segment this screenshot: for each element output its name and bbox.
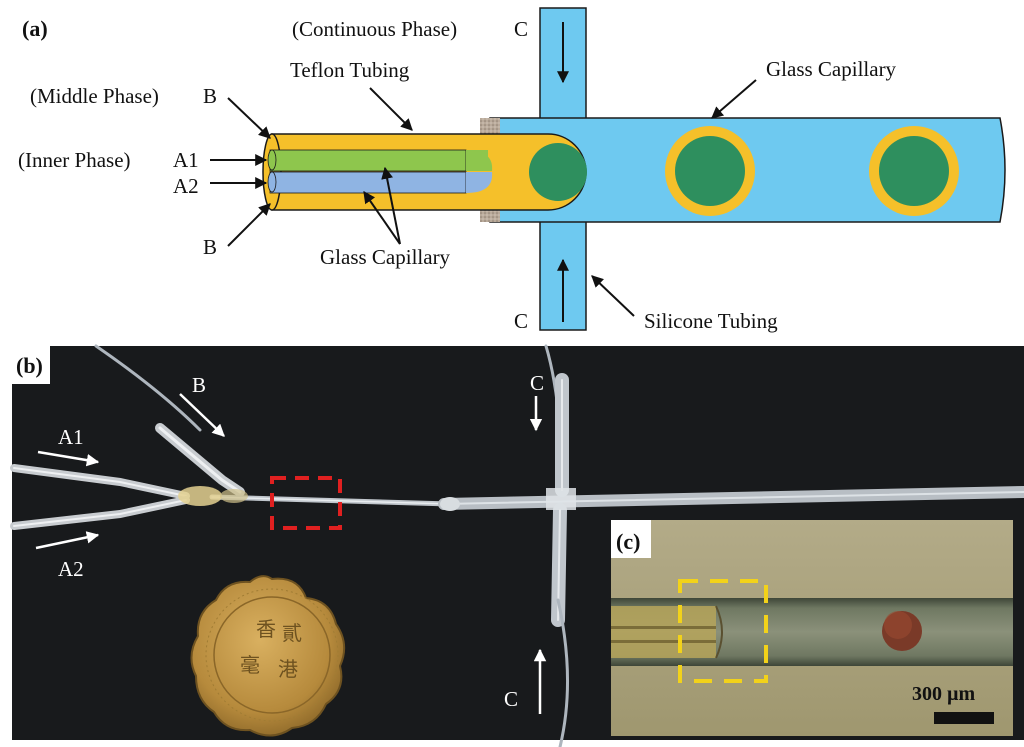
- label-continuous-phase: (Continuous Phase): [292, 17, 457, 41]
- label-middle-phase: (Middle Phase): [30, 84, 159, 108]
- label-silicone-tubing: Silicone Tubing: [644, 309, 778, 333]
- label-b-top: B: [203, 84, 217, 108]
- forming-droplet: [529, 143, 587, 201]
- coin-char-3: 貳: [282, 622, 302, 645]
- label-inner-phase: (Inner Phase): [18, 148, 131, 172]
- inner-capillary-a2: [269, 171, 467, 194]
- label-a1: A1: [173, 148, 199, 172]
- coin-char-1: 香: [256, 618, 276, 641]
- label-b-c-top: C: [530, 371, 544, 395]
- label-b-c-bottom: C: [504, 687, 518, 711]
- glue-junction: [178, 486, 222, 506]
- label-b-a1: A1: [58, 425, 84, 449]
- label-c-bottom: C: [514, 309, 528, 333]
- micro-inner-capillary: [611, 606, 716, 658]
- label-b-bottom: B: [203, 235, 217, 259]
- panel-c: (c) 300 µm: [611, 520, 1013, 736]
- highlight-box-yellow: [678, 579, 768, 683]
- panel-a-tag: (a): [22, 16, 48, 41]
- label-b-b: B: [192, 373, 206, 397]
- label-teflon-tubing: Teflon Tubing: [290, 58, 410, 82]
- scale-bar: [934, 712, 994, 724]
- device-tubing: [10, 344, 1024, 747]
- coin-char-4: 毫: [240, 654, 260, 677]
- label-glass-capillary-center: Glass Capillary: [320, 245, 451, 269]
- panel-a: (a) (Continuous Phase) C Teflon Tub: [18, 7, 1006, 333]
- seal-top: [480, 118, 500, 136]
- inner-capillary-a1: [269, 149, 467, 172]
- scale-bar-label: 300 µm: [912, 683, 976, 705]
- label-glass-capillary-right: Glass Capillary: [766, 57, 897, 81]
- label-a2: A2: [173, 174, 199, 198]
- coin-char-2: 港: [278, 658, 298, 681]
- cross-junction: [546, 488, 576, 510]
- highlight-box-red: [270, 476, 342, 530]
- coin: 香 港 貳 毫: [190, 575, 346, 737]
- label-c-top: C: [514, 17, 528, 41]
- label-b-a2: A2: [58, 557, 84, 581]
- panel-c-tag: (c): [616, 529, 640, 554]
- panel-b-tag: (b): [16, 353, 43, 378]
